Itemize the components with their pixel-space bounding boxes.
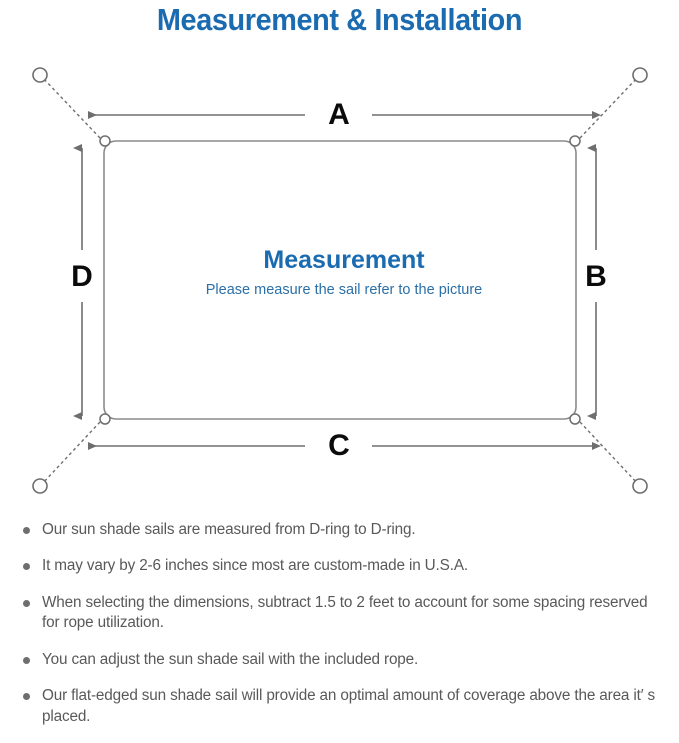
anchor-point-icon: [632, 67, 648, 83]
d-ring-icon: [569, 413, 581, 425]
diagram-center-subtitle: Please measure the sail refer to the pic…: [206, 282, 482, 298]
dimension-label-b: B: [585, 260, 607, 293]
list-item: Our sun shade sails are measured from D-…: [14, 520, 665, 540]
d-ring-icon: [99, 135, 111, 147]
list-item: When selecting the dimensions, subtract …: [14, 593, 665, 634]
dimension-label-a: A: [328, 98, 350, 131]
notes-list: Our sun shade sails are measured from D-…: [0, 520, 679, 743]
list-item: It may vary by 2-6 inches since most are…: [14, 556, 665, 576]
note-text: When selecting the dimensions, subtract …: [42, 593, 648, 632]
dimension-label-c: C: [328, 429, 350, 462]
dotted-rope-icon: [579, 421, 639, 485]
dotted-rope-icon: [41, 421, 101, 485]
diagram-center-title: Measurement: [263, 246, 425, 274]
note-text: Our flat-edged sun shade sail will provi…: [42, 687, 656, 725]
dotted-rope-icon: [41, 76, 101, 139]
anchor-point-icon: [32, 478, 48, 494]
dimension-label-d: D: [71, 260, 93, 293]
bullet-icon: [23, 563, 30, 571]
sail-body: [103, 140, 577, 420]
bullet-icon: [23, 693, 30, 701]
bullet-icon: [23, 527, 30, 534]
dotted-rope-icon: [579, 76, 639, 139]
anchor-point-icon: [32, 67, 48, 83]
d-ring-icon: [569, 135, 581, 147]
bullet-icon: [23, 599, 30, 607]
measurement-diagram: A C D B Measurement Please measure the s…: [0, 50, 679, 510]
list-item: You can adjust the sun shade sail with t…: [14, 650, 665, 670]
anchor-point-icon: [632, 478, 648, 494]
bullet-icon: [23, 656, 30, 664]
d-ring-icon: [99, 413, 111, 425]
note-text: Our sun shade sails are measured from D-…: [42, 521, 416, 538]
list-item: Our flat-edged sun shade sail will provi…: [14, 686, 665, 727]
note-text: It may vary by 2-6 inches since most are…: [42, 557, 468, 575]
page-title: Measurement & Installation: [156, 2, 523, 37]
note-text: You can adjust the sun shade sail with t…: [42, 650, 419, 668]
